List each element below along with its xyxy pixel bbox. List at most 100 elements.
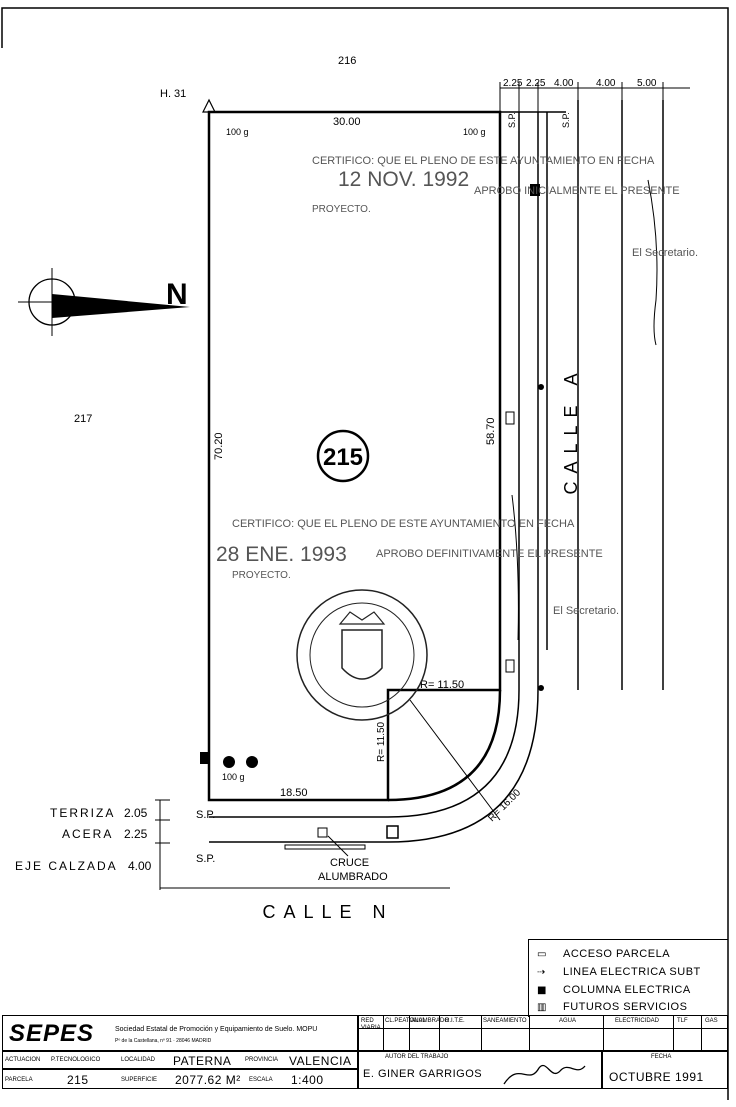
benchmark-label: H. 31	[160, 88, 186, 100]
futuros-servicios-legend-icon: ▥	[537, 1002, 547, 1013]
service-header-gas: GAS	[705, 1018, 718, 1024]
columna-electrica-legend-icon: ■	[537, 985, 547, 996]
neighbor-west-label: 217	[74, 413, 92, 425]
service-header-peatonal: CL.PEATONAL	[385, 1018, 426, 1024]
street-lines	[209, 100, 664, 843]
municipal-seal	[296, 589, 428, 721]
width-dim-2: 2.25	[526, 78, 546, 89]
sepes-logo: SEPES	[9, 1020, 95, 1047]
radius-outer: R= 16.00	[486, 787, 523, 824]
section-labels: TERRIZA 2.05 ACERA 2.25 EJE CALZADA 4.00…	[15, 799, 450, 890]
parcela-label: PARCELA	[5, 1077, 33, 1083]
stamp2-line3: PROYECTO.	[232, 570, 291, 581]
linea-electrica-legend-icon: ⇢	[537, 967, 546, 978]
services-row: RED VIARIA CL.PEATONAL ALUMBRADO R.I.T.E…	[358, 1015, 728, 1051]
service-header-agua: AGUA	[559, 1018, 577, 1024]
electric-line-2	[511, 494, 519, 641]
title-block-header: SEPES Sociedad Estatal de Promoción y Eq…	[2, 1015, 358, 1051]
stamp2-date: 28 ENE. 1993	[216, 543, 347, 566]
parcel-number-circle	[316, 429, 370, 483]
stamp1-line2: APROBO INICIALMENTE EL PRESENTE	[474, 185, 680, 197]
dim-right: 58.70	[485, 417, 497, 445]
info-row-1: ACTUACION P.TECNOLOGICO LOCALIDAD PATERN…	[2, 1051, 358, 1069]
stamp1-signer: El Secretario.	[632, 247, 698, 259]
section-label-eje: EJE CALZADA	[15, 859, 118, 873]
dim-left: 70.20	[213, 432, 225, 460]
stamp2-line2: APROBO DEFINITIVAMENTE EL PRESENTE	[376, 548, 603, 560]
actuacion-label: ACTUACION	[5, 1057, 41, 1063]
column-electrica-icon-3	[386, 825, 399, 839]
north-arrow-icon: N	[18, 268, 190, 336]
radius-lines	[387, 689, 501, 821]
stamp1-line3: PROYECTO.	[312, 204, 371, 215]
benchmark-icon	[202, 98, 216, 113]
legend-label: COLUMNA ELECTRICA	[563, 984, 691, 996]
autor-label: AUTOR DEL TRABAJO	[385, 1054, 449, 1060]
parcel-curve	[387, 689, 502, 802]
section-value-acera: 2.25	[124, 827, 148, 841]
service-header-saneamiento: SANEAMIENTO	[483, 1018, 527, 1024]
column-electrica-icon-2	[530, 184, 540, 196]
angle-top-left: 100 g	[226, 127, 249, 137]
localidad-label: LOCALIDAD	[121, 1057, 156, 1063]
section-label-acera: ACERA	[62, 827, 113, 841]
legend-label: ACCESO PARCELA	[563, 948, 671, 960]
legend-item-columna: ■ COLUMNA ELECTRICA	[537, 984, 691, 996]
radius-inner-v: R= 11.50	[376, 721, 387, 762]
sheet-border	[1, 7, 729, 1100]
acceso-parcela-legend-icon: ▭	[537, 949, 547, 960]
certification-stamp-2: CERTIFICO: QUE EL PLENO DE ESTE AYUNTAMI…	[216, 518, 619, 617]
company-address: Pº de la Castellana, nº 91 · 28046 MADRI…	[115, 1038, 212, 1044]
company-name: Sociedad Estatal de Promoción y Equipami…	[115, 1026, 318, 1033]
parcel-number: 215	[323, 444, 363, 471]
street-calle-a: CALLE A	[561, 365, 581, 494]
section-value-eje: 4.00	[128, 859, 152, 873]
fecha-label: FECHA	[651, 1054, 672, 1060]
escala-label: ESCALA	[249, 1077, 273, 1083]
service-header-red-viaria: RED VIARIA	[361, 1018, 381, 1031]
north-label: N	[166, 278, 188, 311]
section-value-terriza: 2.05	[124, 806, 148, 820]
street-width-dims: 2.25 2.25 4.00 4.00 5.00 S.P. S.P.	[499, 78, 690, 128]
parcela-value: 215	[67, 1073, 89, 1087]
service-header-alumbrado: ALUMBRADO	[411, 1018, 450, 1024]
sp-label-bottom-2: S.P.	[196, 853, 215, 865]
angle-top-right: 100 g	[463, 127, 486, 137]
signature-icon	[503, 1065, 586, 1085]
saneamiento-icon	[223, 756, 235, 768]
futuros-servicios-icon	[505, 411, 515, 425]
angle-bottom-left: 100 g	[222, 772, 245, 782]
futuros-servicios-icon-2	[505, 659, 515, 673]
info-row-2: PARCELA 215 SUPERFICIE 2077.62 M² ESCALA…	[2, 1069, 358, 1089]
autor-value: E. GINER GARRIGOS	[363, 1068, 483, 1080]
acceso-parcela-icon	[317, 827, 328, 838]
width-dim-4: 4.00	[596, 78, 616, 89]
water-icon	[246, 756, 258, 768]
dim-bottom: 18.50	[280, 787, 308, 799]
fecha-value: OCTUBRE 1991	[609, 1070, 704, 1084]
lamp-icon-2	[538, 685, 544, 691]
note-cruce: CRUCE	[330, 857, 369, 869]
provincia-value: VALENCIA	[289, 1054, 352, 1068]
street-calle-n: CALLE N	[262, 902, 393, 922]
legend-item-linea: ⇢ LINEA ELECTRICA SUBT	[537, 966, 701, 978]
sp-label-bottom-1: S.P.	[196, 809, 215, 821]
certification-stamp-1: CERTIFICO: QUE EL PLENO DE ESTE AYUNTAMI…	[312, 155, 698, 259]
width-dim-5: 5.00	[637, 78, 657, 89]
crown-icon	[338, 611, 386, 625]
neighbor-north-label: 216	[338, 55, 356, 67]
escala-value: 1:400	[291, 1073, 324, 1087]
legend-label: LINEA ELECTRICA SUBT	[563, 966, 701, 978]
electric-line-1	[647, 179, 658, 346]
column-electrica-icon	[200, 752, 210, 764]
stamp2-signer: El Secretario.	[553, 605, 619, 617]
radius-inner-h: R= 11.50	[420, 679, 464, 691]
fecha-block: FECHA OCTUBRE 1991	[602, 1051, 728, 1089]
legend: ▭ ACCESO PARCELA ⇢ LINEA ELECTRICA SUBT ■ C…	[528, 939, 728, 1017]
width-dim-3: 4.00	[554, 78, 574, 89]
sp-label-top-2: S.P.	[561, 112, 571, 128]
lamp-icon	[538, 384, 544, 390]
service-header-electricidad: ELECTRICIDAD	[615, 1018, 660, 1024]
acceso-parcela-rect	[284, 844, 366, 850]
